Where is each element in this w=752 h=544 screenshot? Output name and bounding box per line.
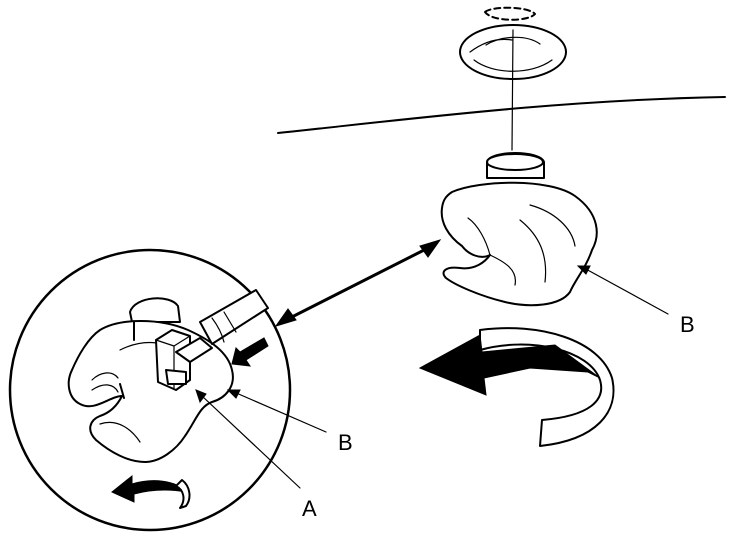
small-curved-rotation-arrow-icon bbox=[111, 474, 191, 509]
mounting-hole-detail bbox=[459, 6, 567, 151]
label-b-main: B bbox=[680, 312, 695, 337]
screwdriver-tool bbox=[175, 289, 269, 363]
leader-line-a bbox=[195, 389, 301, 489]
headliner-outline bbox=[277, 96, 726, 134]
detail-magnifier-circle bbox=[8, 248, 292, 532]
label-b-detail: B bbox=[338, 430, 353, 455]
leader-line-b-detail bbox=[226, 389, 327, 433]
clip-a bbox=[155, 329, 191, 391]
label-a: A bbox=[302, 496, 317, 521]
leader-line-b-main bbox=[576, 265, 669, 315]
sun-visor-holder bbox=[440, 152, 598, 307]
push-arrow-icon bbox=[231, 337, 269, 367]
double-headed-arrow-icon bbox=[274, 239, 442, 327]
curved-rotation-arrow-icon bbox=[418, 327, 615, 447]
